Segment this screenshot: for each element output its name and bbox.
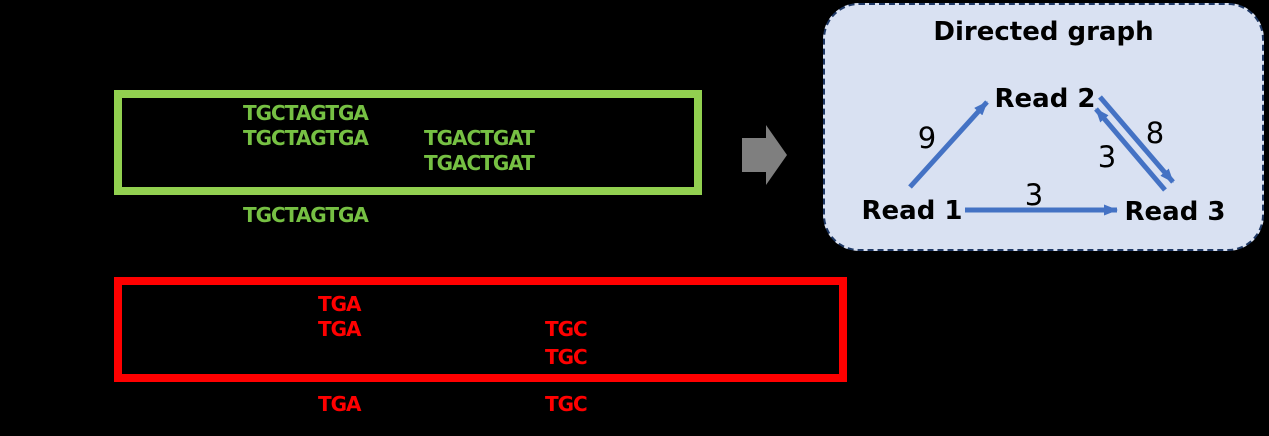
sequence-read-below: TGA	[318, 392, 362, 416]
edge-weight-read3-read2: 3	[1097, 140, 1117, 174]
edge-read1-read2	[908, 100, 989, 189]
graph-node-read1: Read 1	[861, 196, 963, 226]
short-overlap-box	[114, 277, 847, 382]
sequence-read: TGCTAGTGA	[243, 101, 369, 125]
sequence-read: TGA	[318, 317, 362, 341]
graph-node-read2: Read 2	[994, 84, 1096, 114]
sequence-read: TGCTAGTGA	[243, 126, 369, 150]
sequence-read: TGC	[545, 345, 588, 369]
graph-node-read3: Read 3	[1124, 197, 1226, 227]
sequence-read-below: TGC	[545, 392, 588, 416]
sequence-read: TGA	[318, 292, 362, 316]
edge-read3-read2	[1094, 107, 1167, 192]
graph-title: Directed graph	[933, 17, 1154, 47]
sequence-read: TGACTGAT	[424, 126, 535, 150]
good-overlap-box	[114, 90, 702, 195]
edge-weight-read1-read3: 3	[1024, 178, 1044, 212]
sequence-read-below: TGCTAGTGA	[243, 203, 369, 227]
edge-read2-read3	[1098, 95, 1175, 184]
edge-weight-read1-read2: 9	[917, 121, 937, 155]
right-block-arrow-icon	[742, 125, 787, 185]
graph-edges	[908, 95, 1175, 216]
directed-graph-panel: Directed graph Read 1 Read 2 Read 3 9 3 …	[823, 3, 1264, 251]
sequence-read: TGC	[545, 317, 588, 341]
edge-weight-read2-read3: 8	[1145, 116, 1165, 150]
sequence-read: TGACTGAT	[424, 151, 535, 175]
